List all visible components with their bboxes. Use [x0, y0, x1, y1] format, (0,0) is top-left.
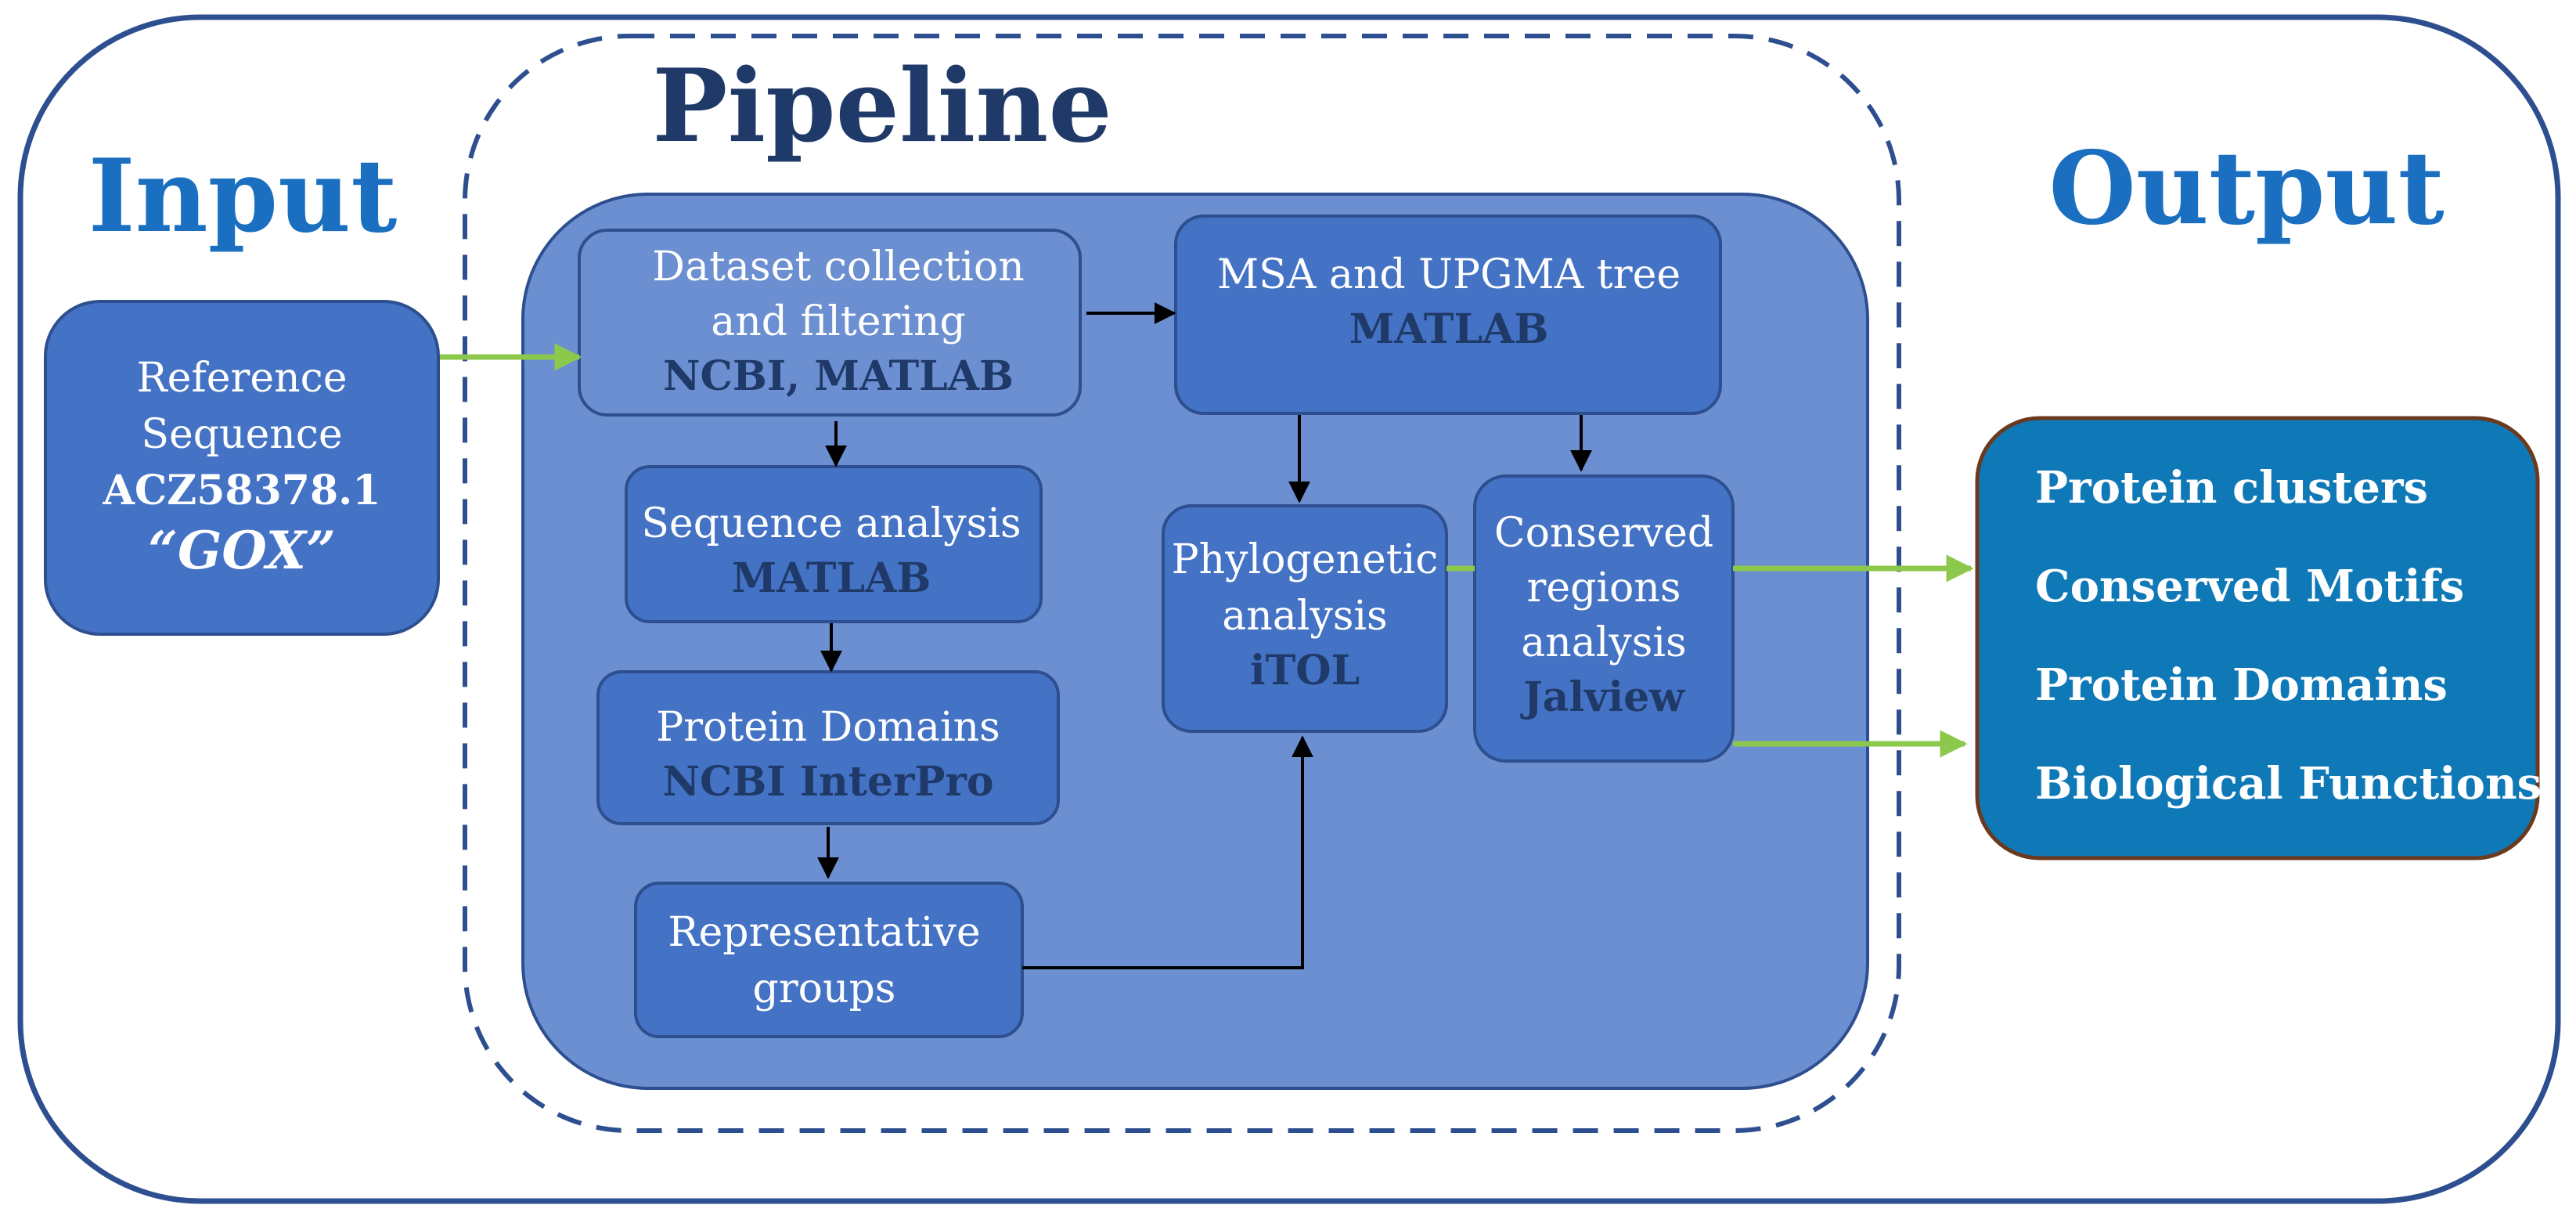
- input-reference-box: [44, 300, 440, 636]
- domains-tool: NCBI InterPro: [662, 758, 993, 806]
- msa-tool: MATLAB: [1349, 305, 1549, 353]
- conserved-label-line2: regions: [1526, 565, 1681, 612]
- phylo-tool: iTOL: [1250, 647, 1360, 694]
- dataset-tool: NCBI, MATLAB: [663, 352, 1014, 400]
- conserved-label-line3: analysis: [1521, 619, 1687, 666]
- msa-label: MSA and UPGMA tree: [1217, 251, 1681, 298]
- input-accession: ACZ58378.1: [103, 467, 381, 514]
- sequence-tool: MATLAB: [732, 554, 931, 602]
- output-box: [1975, 416, 2540, 860]
- representative-label-line2: groups: [753, 965, 896, 1012]
- step-phylogenetic-analysis: [1162, 504, 1448, 733]
- pipeline-dashed-container: [463, 34, 1901, 1133]
- step-conserved-regions: [1473, 474, 1735, 763]
- domains-label: Protein Domains: [656, 704, 1000, 751]
- input-gene-name: “GOX”: [148, 520, 336, 581]
- output-item-2: Conserved Motifs: [2035, 561, 2464, 612]
- step-representative-groups: [634, 882, 1024, 1038]
- output-item-1: Protein clusters: [2035, 462, 2428, 514]
- input-label-line1: Reference: [137, 355, 348, 402]
- output-item-4: Biological Functions: [2035, 758, 2542, 810]
- output-title: Output: [2048, 130, 2444, 247]
- dataset-label-line1: Dataset collection: [652, 244, 1024, 290]
- dataset-label-line2: and filtering: [711, 298, 966, 345]
- output-item-3: Protein Domains: [2035, 659, 2448, 711]
- phylo-label-line1: Phylogenetic: [1172, 536, 1439, 583]
- step-dataset-collection: [578, 229, 1082, 417]
- phylo-label-line2: analysis: [1222, 593, 1388, 640]
- conserved-label-line1: Conserved: [1494, 510, 1713, 557]
- conserved-tool: Jalview: [1520, 673, 1685, 721]
- input-title: Input: [88, 138, 398, 255]
- sequence-label: Sequence analysis: [641, 500, 1021, 547]
- input-label-line2: Sequence: [141, 411, 342, 458]
- arrow-representative-to-phylo: [1022, 735, 1313, 969]
- pipeline-title: Pipeline: [652, 48, 1112, 165]
- representative-label-line1: Representative: [668, 909, 980, 956]
